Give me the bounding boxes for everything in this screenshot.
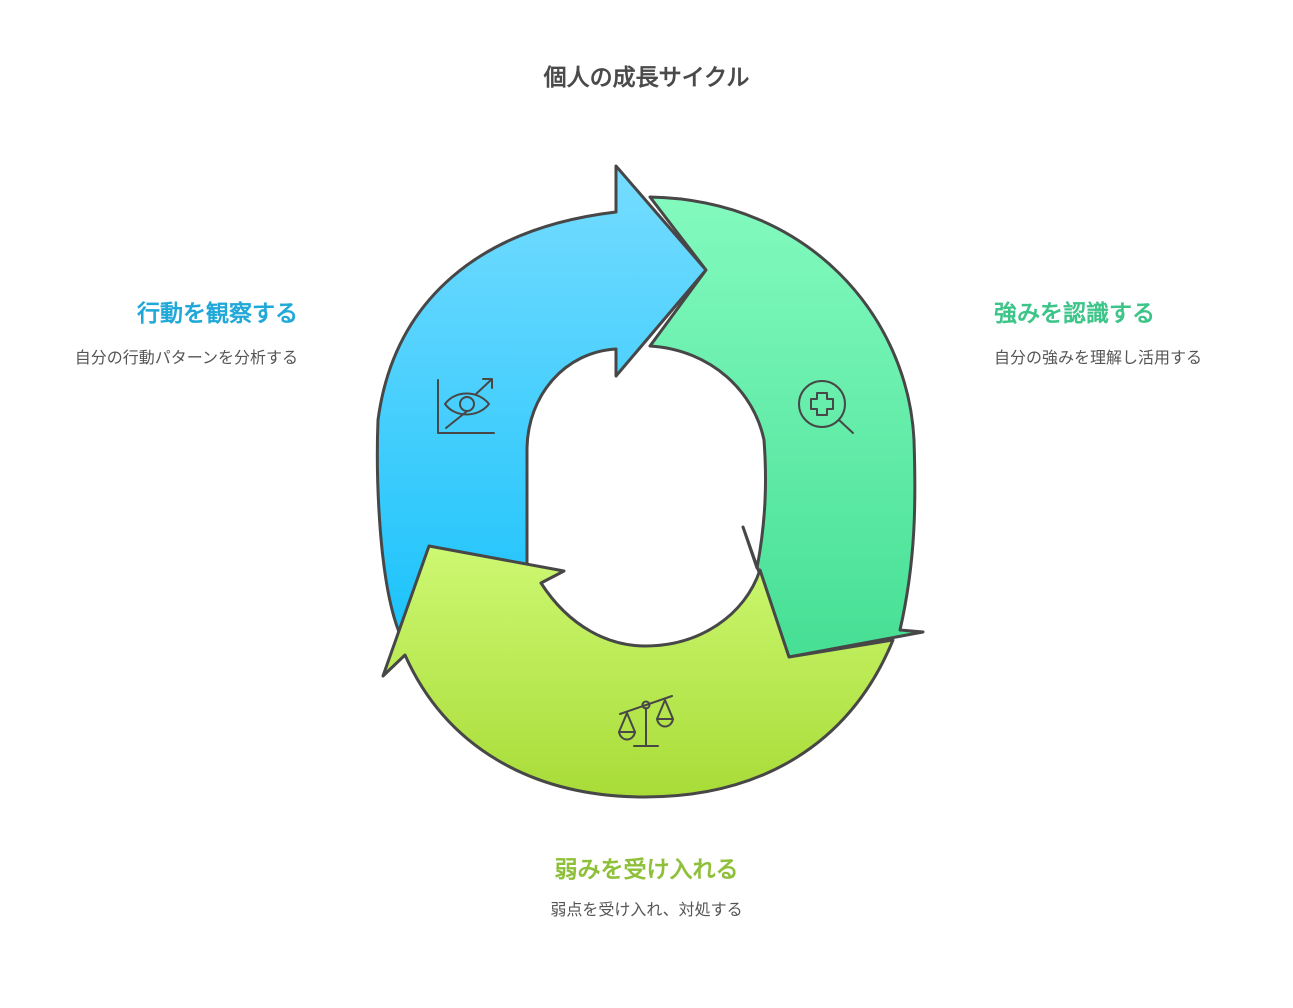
step-observe: 行動を観察する 自分の行動パターンを分析する bbox=[40, 298, 298, 370]
step-weakness-heading: 弱みを受け入れる bbox=[554, 857, 739, 883]
eye-chart-icon bbox=[437, 378, 495, 434]
diagram-title: 個人の成長サイクル bbox=[543, 65, 750, 91]
step-strength: 強みを認識する 自分の強みを理解し活用する bbox=[994, 298, 1224, 370]
step-strength-description: 自分の強みを理解し活用する bbox=[994, 348, 1203, 367]
step-strength-heading: 強みを認識する bbox=[994, 301, 1155, 327]
scales-icon bbox=[618, 695, 674, 747]
cycle-arrow-weakness bbox=[381, 544, 895, 799]
step-weakness-description: 弱点を受け入れ、対処する bbox=[550, 900, 743, 919]
step-observe-heading: 行動を観察する bbox=[137, 301, 298, 327]
magnify-plus-icon bbox=[798, 380, 854, 434]
cycle-arrow-strength bbox=[648, 195, 925, 659]
step-weakness: 弱みを受け入れる 弱点を受け入れ、対処する bbox=[0, 854, 1293, 922]
cycle-arrow-observe bbox=[375, 164, 708, 634]
step-observe-description: 自分の行動パターンを分析する bbox=[74, 348, 298, 367]
